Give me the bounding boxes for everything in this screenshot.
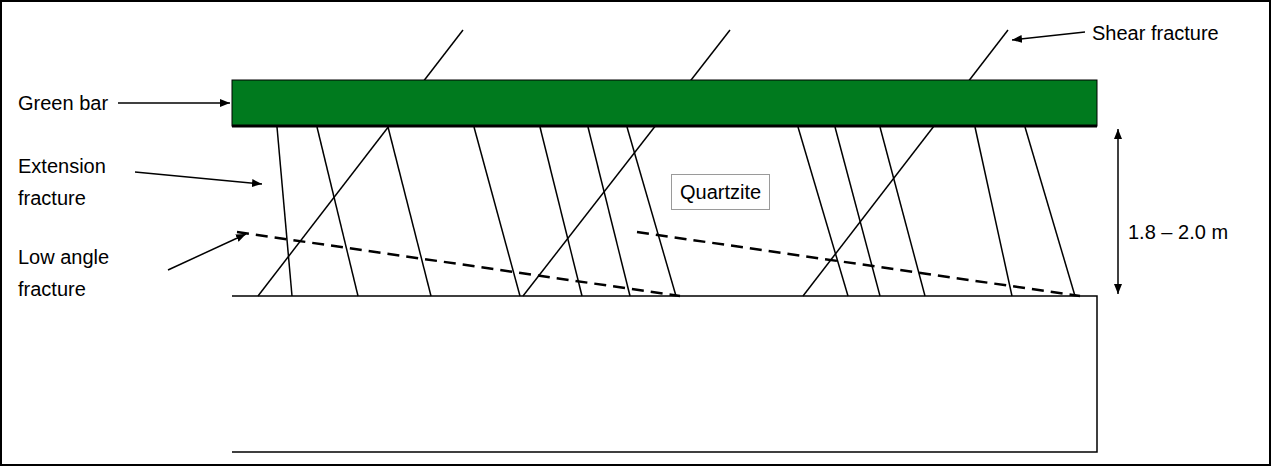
shear-fracture	[803, 30, 1008, 296]
leader-arrow	[118, 102, 230, 104]
green-bar-label: Green bar	[18, 87, 108, 119]
extension-fractures	[277, 127, 1075, 296]
low-angle-fracture	[637, 232, 1080, 296]
rock-label-box: Quartzite	[671, 174, 770, 210]
lower-block	[232, 296, 1097, 452]
shear-fracture	[258, 30, 463, 296]
bar-base-line	[232, 125, 1097, 128]
extension-fracture	[474, 127, 520, 296]
leader-arrow	[168, 234, 246, 270]
dimension-label: 1.8 – 2.0 m	[1128, 216, 1228, 248]
extension-fracture-label: Extension fracture	[18, 150, 130, 214]
shear-fracture	[523, 30, 730, 296]
extension-fracture	[1025, 127, 1075, 296]
extension-fracture	[588, 127, 630, 296]
shear-fractures	[258, 30, 1008, 296]
extension-fracture	[540, 127, 582, 296]
box-text: Quartzite	[680, 180, 761, 204]
low-angle-fracture	[237, 232, 680, 296]
extension-fracture	[835, 127, 880, 296]
extension-fracture	[975, 127, 1012, 296]
shear-fracture-label: Shear fracture	[1092, 17, 1219, 49]
leader-arrow	[1012, 32, 1085, 40]
extension-fracture	[277, 127, 292, 296]
extension-fracture	[388, 127, 431, 296]
low-angle-fracture-label: Low angle fracture	[18, 241, 130, 305]
dimension-arrow	[1117, 129, 1119, 294]
green-bar	[232, 80, 1097, 126]
leader-arrow	[135, 172, 262, 184]
